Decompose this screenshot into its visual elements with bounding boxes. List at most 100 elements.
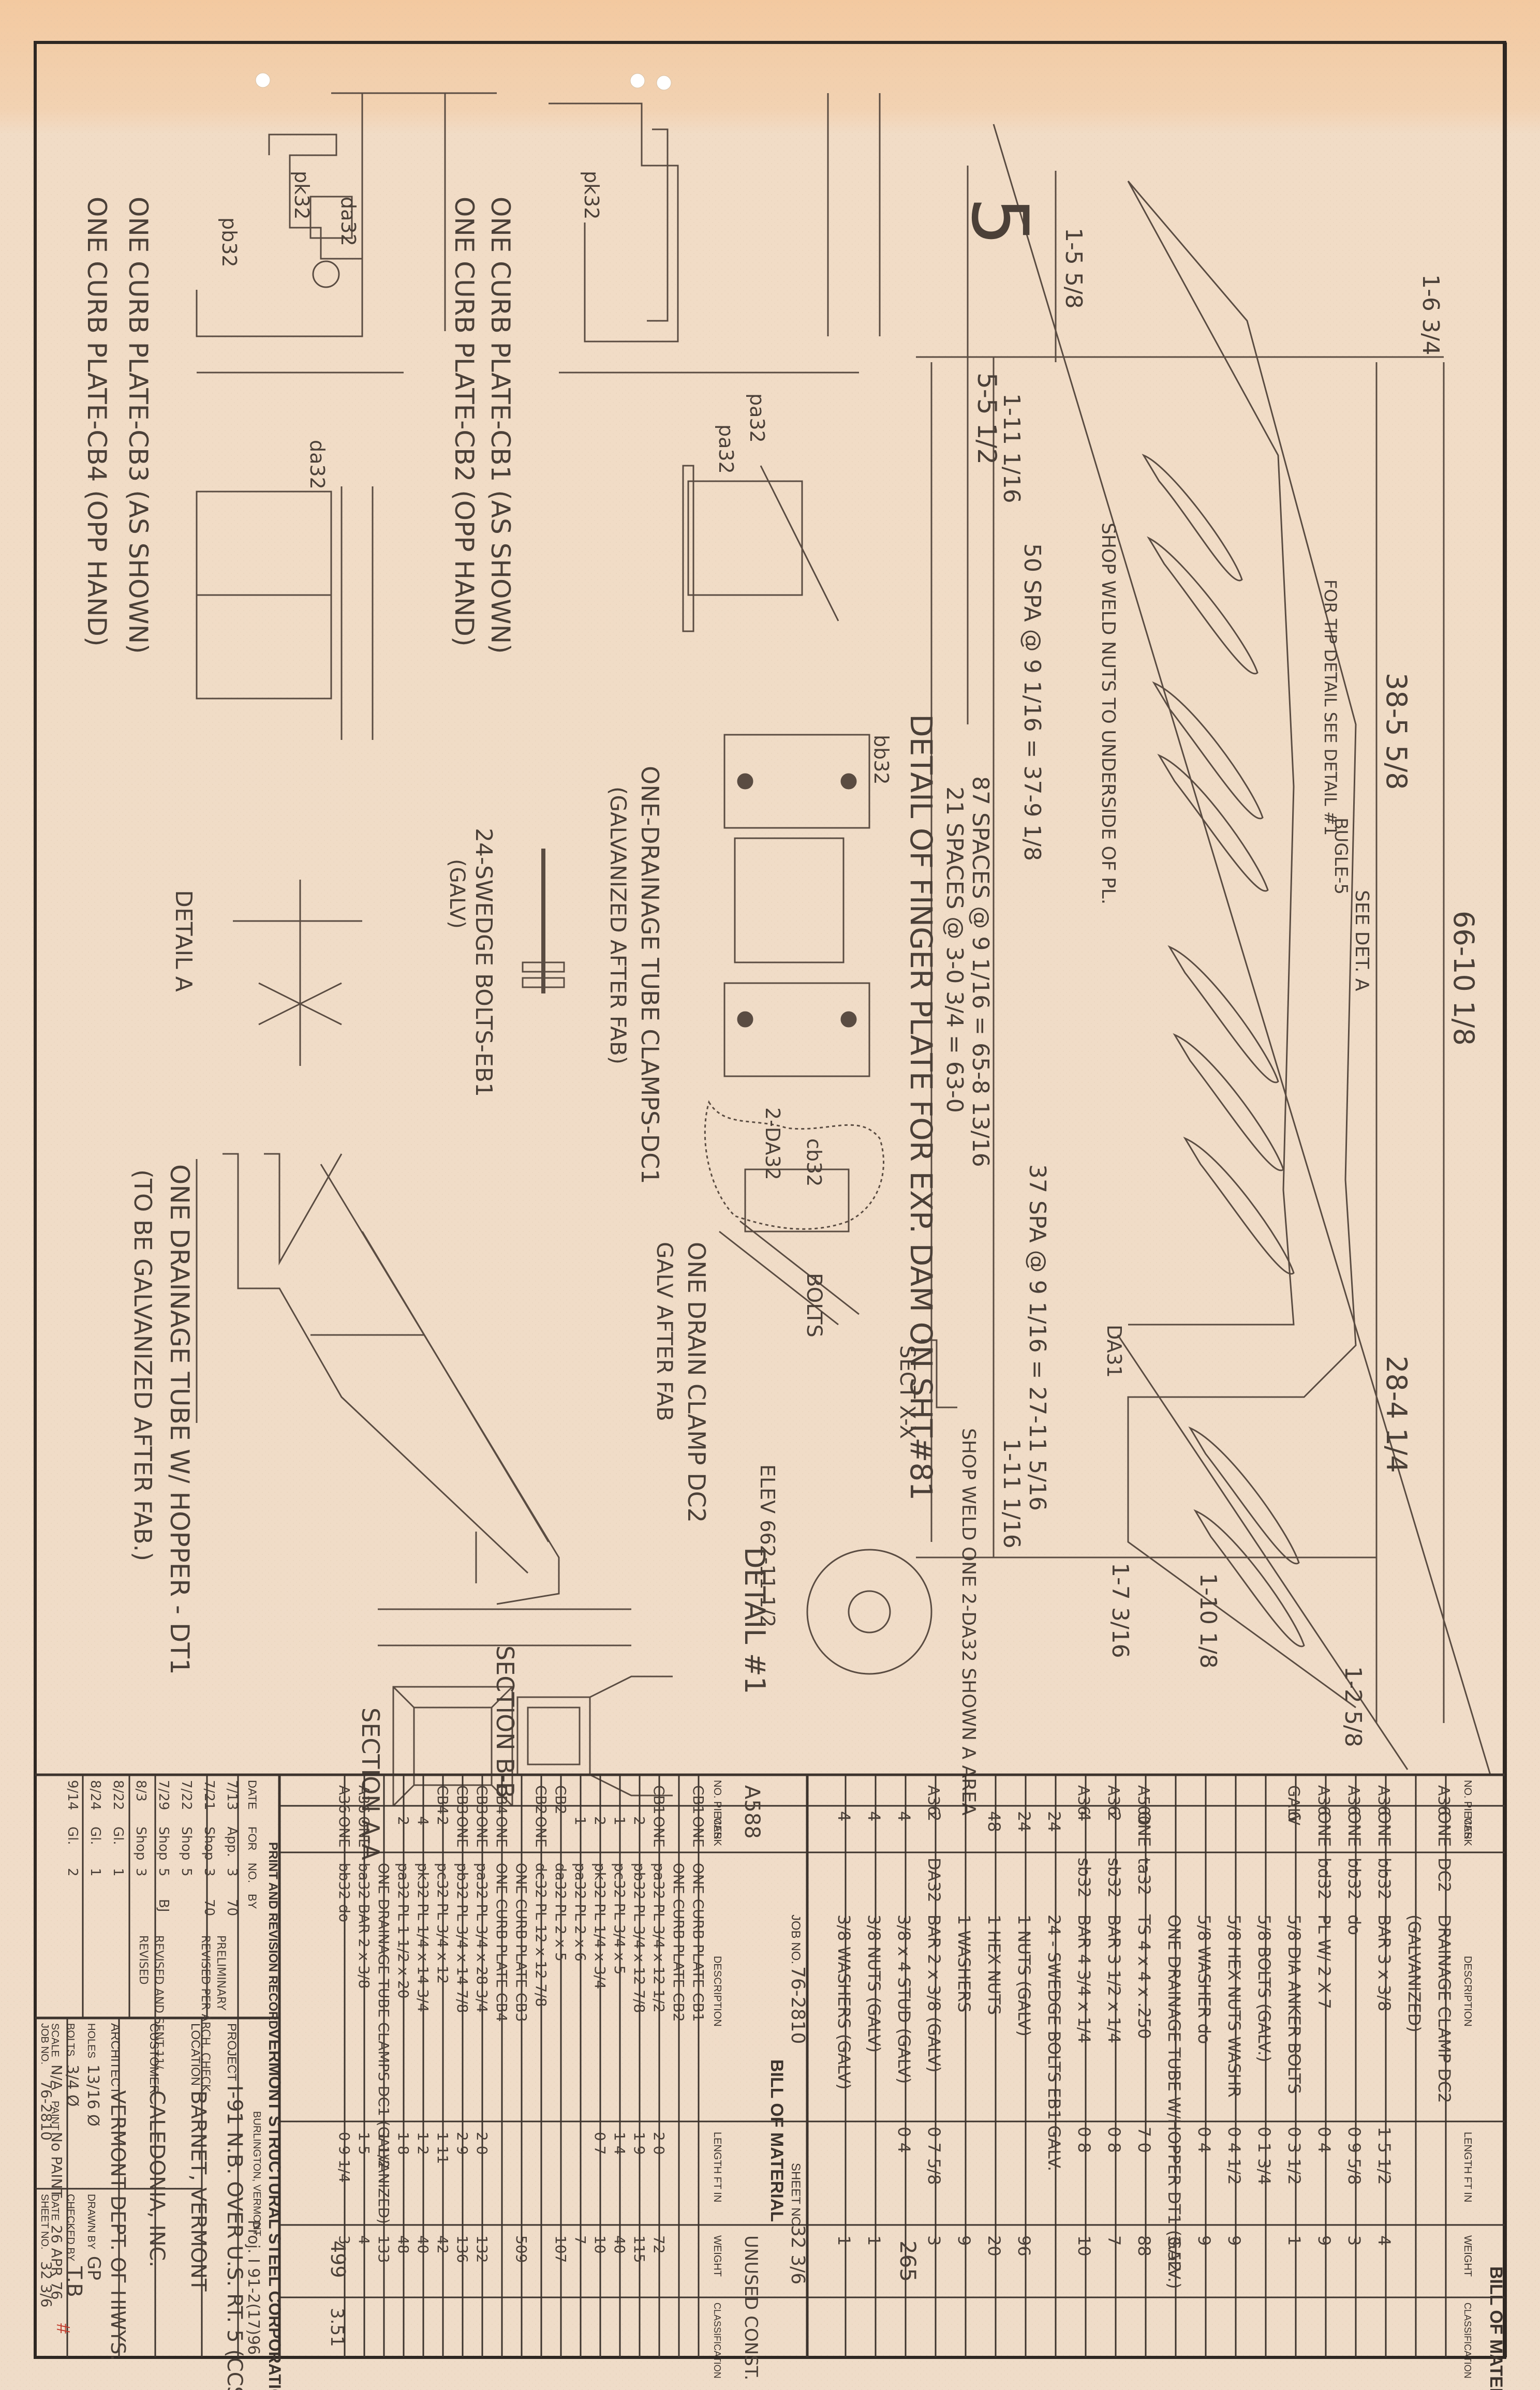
bom-top-col: NO. PIECES — [1462, 1780, 1473, 1839]
bom-bottom-cell: pa32 PL 2 x 6 — [572, 1863, 589, 1962]
bom-top-cell: 1 5 1/2 — [1374, 2127, 1394, 2185]
bom-bottom-cell: 10 — [591, 2235, 609, 2254]
bom-top-cell: 0 4 — [1314, 2127, 1334, 2153]
bom-bottom-cell: 7 — [572, 2235, 589, 2245]
sheet-label: SHEET NO. — [39, 2194, 50, 2249]
revision-cell: 70 — [201, 1899, 217, 1916]
bom-bottom-cell: 115 — [631, 2235, 648, 2263]
bom-top-cell: 2 — [924, 1811, 944, 1821]
bom-bottom-cell: 133 — [375, 2235, 392, 2263]
bom-top-cell: 3/8 WASHERS (GALV) — [834, 1914, 854, 2090]
bom-top-cell: A500 — [1134, 1785, 1152, 1825]
revision-col: BY — [246, 1894, 259, 1909]
plate-mark: 2-DA32 — [761, 1107, 784, 1180]
bom-top-cell: do — [1344, 1914, 1364, 1935]
revision-note: REVISED — [137, 1935, 150, 1985]
bom-top-cell: 0 7 5/8 — [924, 2127, 944, 2185]
bom-bottom-cell: ONE — [532, 1816, 550, 1848]
bom-bottom-col: NO. PIECES — [712, 1780, 723, 1839]
bom-bottom-cell: ONE DRAINAGE TUBE CLAMPS DC1 (GALVANIZED… — [375, 1863, 392, 2224]
bom-top-cell: ONE — [1344, 1811, 1364, 1847]
plate-mark: da32 — [337, 197, 360, 246]
bom-bottom-cell: pk32 PL 1/4 x 3/4 — [591, 1863, 609, 1989]
bom-bottom-cell: 1 4 — [611, 2132, 628, 2155]
bom-top-cell: DA32 — [924, 1858, 944, 1903]
bom-bottom-cell: bb32 do — [336, 1863, 353, 1922]
bom-top-cell: A36 — [1374, 1785, 1393, 1816]
bom-top-cell: 48 — [984, 1811, 1004, 1832]
bom-bottom-cell: 2 — [434, 1816, 451, 1825]
detail-label: DETAIL #1 — [738, 1547, 771, 1694]
company-city: BURLINGTON, VERMONT — [251, 2111, 262, 2236]
sheet-mark: 5 — [954, 197, 1044, 246]
dim: 1-6 3/4 — [1417, 274, 1444, 355]
dim-left: 5-5 1/2 — [972, 373, 1002, 465]
misc-mark: FOR TIP DETAIL SEE DETAIL #1 — [1321, 580, 1340, 836]
curb-plate-label: ONE CURB PLATE-CB2 (OPP HAND) — [449, 197, 479, 647]
bom-top-cell: 4 — [894, 1811, 914, 1821]
bom-bottom-cell: ONE CURB PLATE CB2 — [670, 1863, 687, 2022]
bom-top-cell: A36 — [1104, 1785, 1122, 1816]
bom-top-cell: A36 — [1074, 1785, 1092, 1816]
bom-bottom-cell: ba32 BAR 2 x 3/8 — [356, 1863, 373, 1988]
bom-bottom-heading: BILL OF MATERIAL — [767, 2059, 787, 2222]
revision-heading: PRINT AND REVISION RECORD — [266, 1842, 280, 2029]
checked-label: CHECKED BY — [65, 2194, 76, 2261]
revision-cell: Gl. — [65, 1827, 80, 1845]
scale: N/A — [48, 2065, 65, 2090]
detail-label: SECT X-X — [895, 1345, 919, 1439]
bom-bottom-cell: CB2 — [532, 1785, 550, 1815]
revision-cell: 1 — [87, 1868, 103, 1877]
bom-top-cell: 4 — [1074, 1811, 1094, 1821]
bom-bottom-cell: pa32 PL 3/4 x 28 3/4 — [473, 1863, 491, 2013]
spacing-note: 87 SPACES @ 9 1/16 = 65-8 13/16 — [967, 776, 994, 1167]
revision-record: PRINT AND REVISION RECORD DATE FOR NO. B… — [65, 1780, 280, 2092]
dim: 1-2 5/8 — [1340, 1666, 1366, 1747]
project-label: PROJECT — [225, 2023, 239, 2081]
dim-upper: 38-5 5/8 — [1380, 673, 1413, 790]
bom-top-cell: 6 — [1284, 1811, 1304, 1821]
plate-mark: DA31 — [1103, 1325, 1126, 1378]
bom-top-cell: DC2 — [1434, 1858, 1454, 1892]
date-label: DATE — [49, 2194, 61, 2221]
job-label: JOB NO. — [39, 2023, 50, 2065]
bom-top-heading: BILL OF MATERIAL — [1486, 2266, 1506, 2390]
bom-top-cell: 0 8 — [1104, 2127, 1124, 2153]
bom-top-cell: 88 — [1134, 2235, 1154, 2257]
bom-top-cell: (GALVANIZED) — [1404, 1914, 1424, 2032]
bom-top-cell: 24 — [1014, 1811, 1034, 1832]
swedge-sub: (GALV) — [445, 859, 469, 929]
bom-bottom-cell: pb32 PL 3/4 x 12 7/8 — [631, 1863, 648, 2013]
bolts: 3/4 Ø — [63, 2065, 81, 2106]
main-detail-title: DETAIL OF FINGER PLATE FOR EXP. DAM ON S… — [904, 714, 939, 1501]
bom-top-col: LENGTH FT IN — [1462, 2132, 1473, 2202]
punch-hole — [656, 75, 672, 91]
title-block: VERMONT STRUCTURAL STEEL CORPORATION BUR… — [38, 2023, 284, 2390]
bom-bottom-cell: dc32 PL 12 x 12 7/8 — [532, 1863, 550, 2007]
bom-top-col: MARK — [1462, 1816, 1473, 1846]
project: I-91 N.B. OVER U.S. RT. 5 (CCS) — [223, 2085, 246, 2390]
bom-top-cell: ta32 — [1134, 1858, 1154, 1895]
bom-bottom-cell: 3 — [336, 2235, 353, 2245]
bom-bottom-cell: 2 9 — [454, 2132, 471, 2155]
bom-top-cell: 0 4 — [1194, 2127, 1214, 2153]
curb-plate-label: ONE CURB PLATE-CB4 (OPP HAND) — [82, 197, 112, 647]
bom-top-cell: bd32 — [1314, 1858, 1334, 1899]
bom-top-cell: ONE — [1134, 1811, 1154, 1847]
tube-sub: (TO BE GALVANIZED AFTER FAB.) — [129, 1169, 157, 1561]
bom-bottom: BILL OF MATERIAL JOB NO. 76-2810 SHEET N… — [327, 1780, 808, 2380]
bom-top-cell: 2 — [1104, 1811, 1124, 1821]
company-name: VERMONT STRUCTURAL STEEL CORPORATION — [265, 2028, 284, 2390]
bom-top-cell: BAR 3 1/2 x 1/4 — [1104, 1914, 1124, 2043]
bom-bottom-col: LENGTH FT IN — [712, 2132, 723, 2202]
location: BARNET, VERMONT — [186, 2090, 210, 2292]
bom-bottom-cell: 40 — [611, 2235, 628, 2254]
bom-top-cell: BAR 4 3/4 x 1/4 — [1074, 1914, 1094, 2043]
paint-label: PAINT — [49, 2101, 61, 2130]
bom-bottom-cell: pc32 PL 3/4 x 12 — [434, 1863, 451, 1984]
bom-top-cell: 1 WASHERS — [954, 1914, 974, 2012]
bom-bottom-cell: ONE — [690, 1816, 707, 1848]
revision-cell: App. — [224, 1827, 240, 1857]
